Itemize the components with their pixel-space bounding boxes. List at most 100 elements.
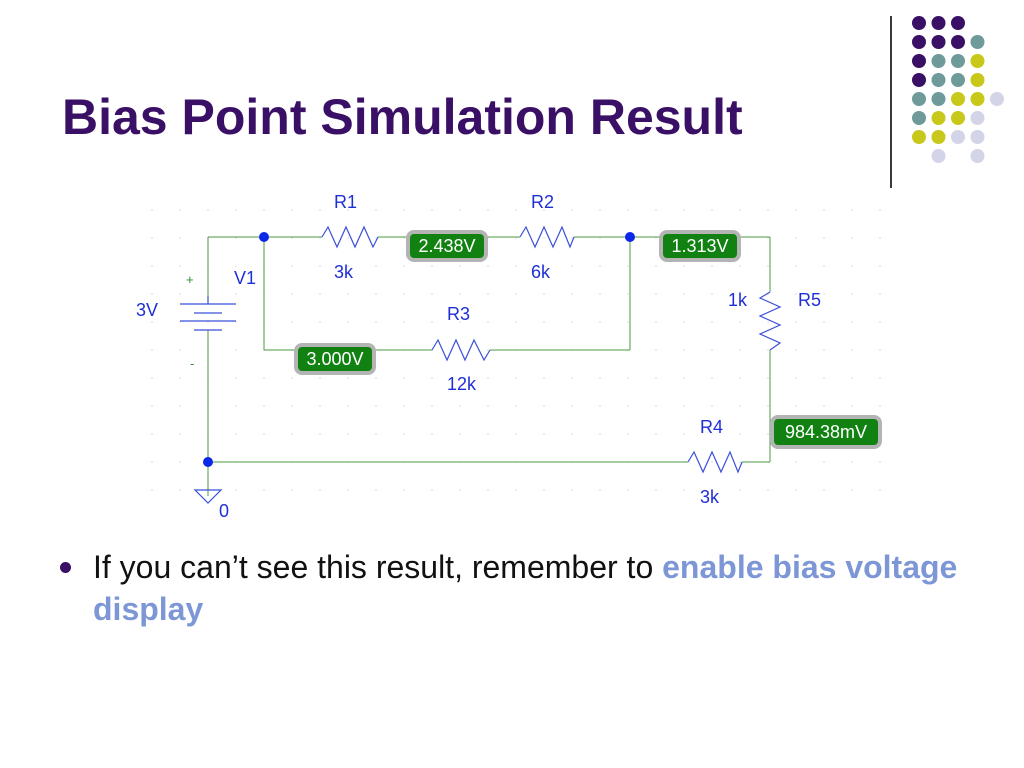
decorative-dot	[931, 54, 946, 68]
grid-dot	[179, 489, 181, 491]
grid-dot	[711, 349, 713, 351]
decorative-dot	[970, 35, 985, 49]
decorative-dot	[951, 54, 965, 68]
grid-dot	[711, 321, 713, 323]
decorative-dot	[951, 92, 965, 106]
grid-dot	[627, 321, 629, 323]
grid-dot	[459, 405, 461, 407]
grid-dot	[431, 433, 433, 435]
v1-value: 3V	[136, 300, 158, 320]
resistor-r1	[321, 225, 379, 249]
grid-dot	[711, 461, 713, 463]
v1-name: V1	[234, 268, 256, 288]
grid-dot	[375, 405, 377, 407]
grid-dot	[403, 433, 405, 435]
grid-dot	[543, 405, 545, 407]
grid-dot	[263, 209, 265, 211]
grid-dot	[879, 349, 881, 351]
grid-dot	[879, 265, 881, 267]
grid-dot	[683, 209, 685, 211]
grid-dot	[543, 377, 545, 379]
grid-dot	[487, 321, 489, 323]
grid-dot	[739, 209, 741, 211]
grid-dot	[655, 209, 657, 211]
resistor-r4	[687, 450, 743, 474]
decorative-dot	[912, 92, 926, 106]
grid-dot	[179, 349, 181, 351]
grid-dot	[543, 209, 545, 211]
decorative-dot	[931, 73, 946, 87]
voltage-marker-label: 3.000V	[306, 349, 363, 369]
grid-dot	[375, 433, 377, 435]
grid-dot	[235, 377, 237, 379]
r5-name: R5	[798, 290, 821, 310]
grid-dot	[711, 489, 713, 491]
grid-dot	[823, 293, 825, 295]
grid-dot	[851, 489, 853, 491]
grid-dot	[655, 405, 657, 407]
grid-dot	[151, 349, 153, 351]
r4-value: 3k	[700, 487, 720, 507]
grid-dot	[767, 209, 769, 211]
decorative-dot	[931, 16, 946, 30]
grid-dot	[599, 237, 601, 239]
grid-dot	[683, 265, 685, 267]
grid-dot	[655, 293, 657, 295]
grid-dot	[263, 377, 265, 379]
grid-dot	[375, 377, 377, 379]
grid-dot	[179, 293, 181, 295]
grid-dot	[375, 209, 377, 211]
grid-dot	[795, 405, 797, 407]
grid-dot	[823, 209, 825, 211]
grid-dot	[571, 293, 573, 295]
decorative-dot	[970, 73, 985, 87]
grid-dot	[459, 293, 461, 295]
decorative-dot	[931, 130, 946, 144]
r3-value: 12k	[447, 374, 477, 394]
grid-dot	[375, 321, 377, 323]
grid-dot	[823, 405, 825, 407]
grid-dot	[515, 405, 517, 407]
grid-dot	[851, 461, 853, 463]
grid-dot	[515, 265, 517, 267]
decorative-dot	[990, 92, 1004, 106]
grid-dot	[823, 265, 825, 267]
grid-dot	[711, 405, 713, 407]
grid-dot	[823, 237, 825, 239]
grid-dot	[599, 265, 601, 267]
source-minus: -	[190, 356, 194, 371]
grid-dot	[151, 209, 153, 211]
grid-dot	[403, 293, 405, 295]
decorative-dot	[912, 130, 926, 144]
grid-dot	[711, 293, 713, 295]
source-plus: +	[186, 272, 194, 287]
grid-dot	[291, 209, 293, 211]
r2-name: R2	[531, 192, 554, 212]
bullet-text-plain: If you can’t see this result, remember t…	[93, 549, 663, 585]
grid-dot	[795, 461, 797, 463]
grid-dot	[487, 293, 489, 295]
resistor-r5	[758, 291, 782, 351]
grid-dot	[235, 489, 237, 491]
grid-dot	[179, 433, 181, 435]
grid-dot	[403, 265, 405, 267]
grid-dot	[711, 209, 713, 211]
grid-dot	[403, 489, 405, 491]
grid-dot	[683, 405, 685, 407]
wires	[207, 236, 771, 496]
decorative-dot-grid	[912, 16, 1004, 163]
grid-dot	[571, 237, 573, 239]
grid-dot	[291, 377, 293, 379]
grid-dot	[655, 349, 657, 351]
grid-dot	[431, 293, 433, 295]
grid-dot	[823, 461, 825, 463]
grid-dot	[459, 209, 461, 211]
grid-dot	[739, 405, 741, 407]
grid-dot	[235, 433, 237, 435]
decorative-dot	[912, 54, 926, 68]
grid-dot	[431, 377, 433, 379]
grid-dot	[711, 377, 713, 379]
grid-dot	[571, 321, 573, 323]
grid-dot	[823, 321, 825, 323]
grid-dot	[571, 265, 573, 267]
